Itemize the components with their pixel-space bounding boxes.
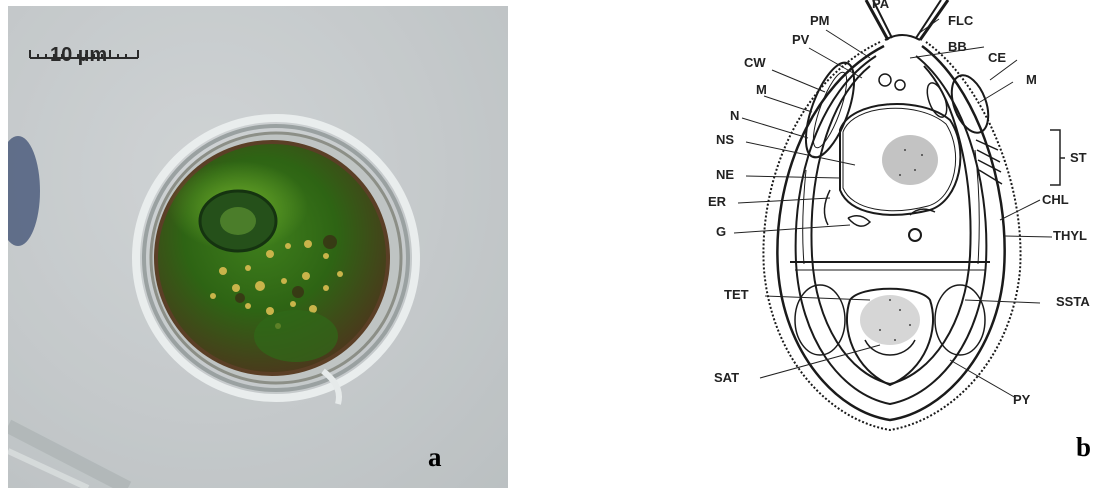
label-er: ER bbox=[708, 194, 726, 209]
label-thyl: THYL bbox=[1053, 228, 1087, 243]
label-pa: PA bbox=[872, 0, 889, 11]
micrograph-image bbox=[8, 6, 508, 488]
label-n: N bbox=[730, 108, 739, 123]
label-g: G bbox=[716, 224, 726, 239]
label-bb: BB bbox=[948, 39, 967, 54]
scale-bar-label: 10 µm bbox=[50, 44, 107, 67]
label-pv: PV bbox=[792, 32, 809, 47]
label-st: ST bbox=[1070, 150, 1087, 165]
label-m-right: M bbox=[1026, 72, 1037, 87]
label-ns: NS bbox=[716, 132, 734, 147]
label-ne: NE bbox=[716, 167, 734, 182]
label-ssta: SSTA bbox=[1056, 294, 1090, 309]
schematic-panel: PA PM FLC PV BB CW CE M M N NS ST NE CHL… bbox=[680, 0, 1106, 492]
label-m-left: M bbox=[756, 82, 767, 97]
panel-letter-b: b bbox=[1076, 432, 1091, 463]
label-ce: CE bbox=[988, 50, 1006, 65]
cell-schematic bbox=[680, 0, 1106, 492]
panel-letter-a: a bbox=[428, 442, 442, 473]
label-tet: TET bbox=[724, 287, 749, 302]
label-cw: CW bbox=[744, 55, 766, 70]
label-py: PY bbox=[1013, 392, 1030, 407]
micrograph-panel: 10 µm a bbox=[8, 6, 508, 488]
label-sat: SAT bbox=[714, 370, 739, 385]
label-flc: FLC bbox=[948, 13, 973, 28]
label-pm: PM bbox=[810, 13, 830, 28]
label-chl: CHL bbox=[1042, 192, 1069, 207]
